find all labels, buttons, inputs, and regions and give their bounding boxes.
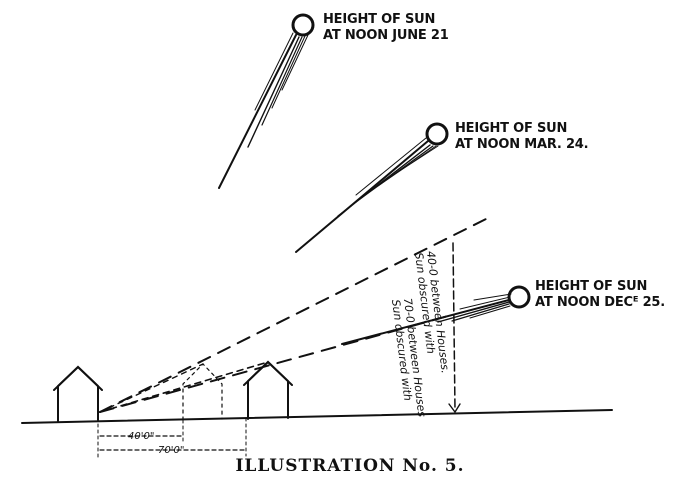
dimension-40ft: 40'0" [97,411,184,461]
dimension-70ft-label: 70'0" [158,445,184,456]
right-house [243,360,293,420]
sight-line-40ft [99,363,204,413]
sun-june-label-line2: AT NOON JUNE 21 [323,28,449,43]
sun-june-label-line1: HEIGHT OF SUN [323,12,435,27]
sun-december-label-line1: HEIGHT OF SUN [535,279,647,294]
dimension-70ft: 70'0" [99,417,247,457]
dimension-40ft-label: 40'0" [128,431,154,442]
ray-40ft-clearance [99,215,493,413]
sight-line-70ft [99,361,269,413]
sun-june-icon [291,13,315,37]
ground-line [21,409,613,424]
sun-december-label-line2: AT NOON DECᴱ 25. [535,295,665,310]
sun-march-label-line1: HEIGHT OF SUN [455,121,567,136]
sun-march [295,122,449,253]
house-outline-40ft [182,363,223,421]
sun-march-label-line2: AT NOON MAR. 24. [455,137,588,152]
sun-june [218,13,315,189]
marker-line-40ft [452,242,456,411]
marker-arrow-40ft [448,403,461,414]
sun-december-icon [507,285,531,309]
illustration-caption: ILLUSTRATION No. 5. [235,456,464,476]
left-house [53,365,103,422]
sun-december [341,285,531,345]
sun-march-icon [425,122,449,146]
